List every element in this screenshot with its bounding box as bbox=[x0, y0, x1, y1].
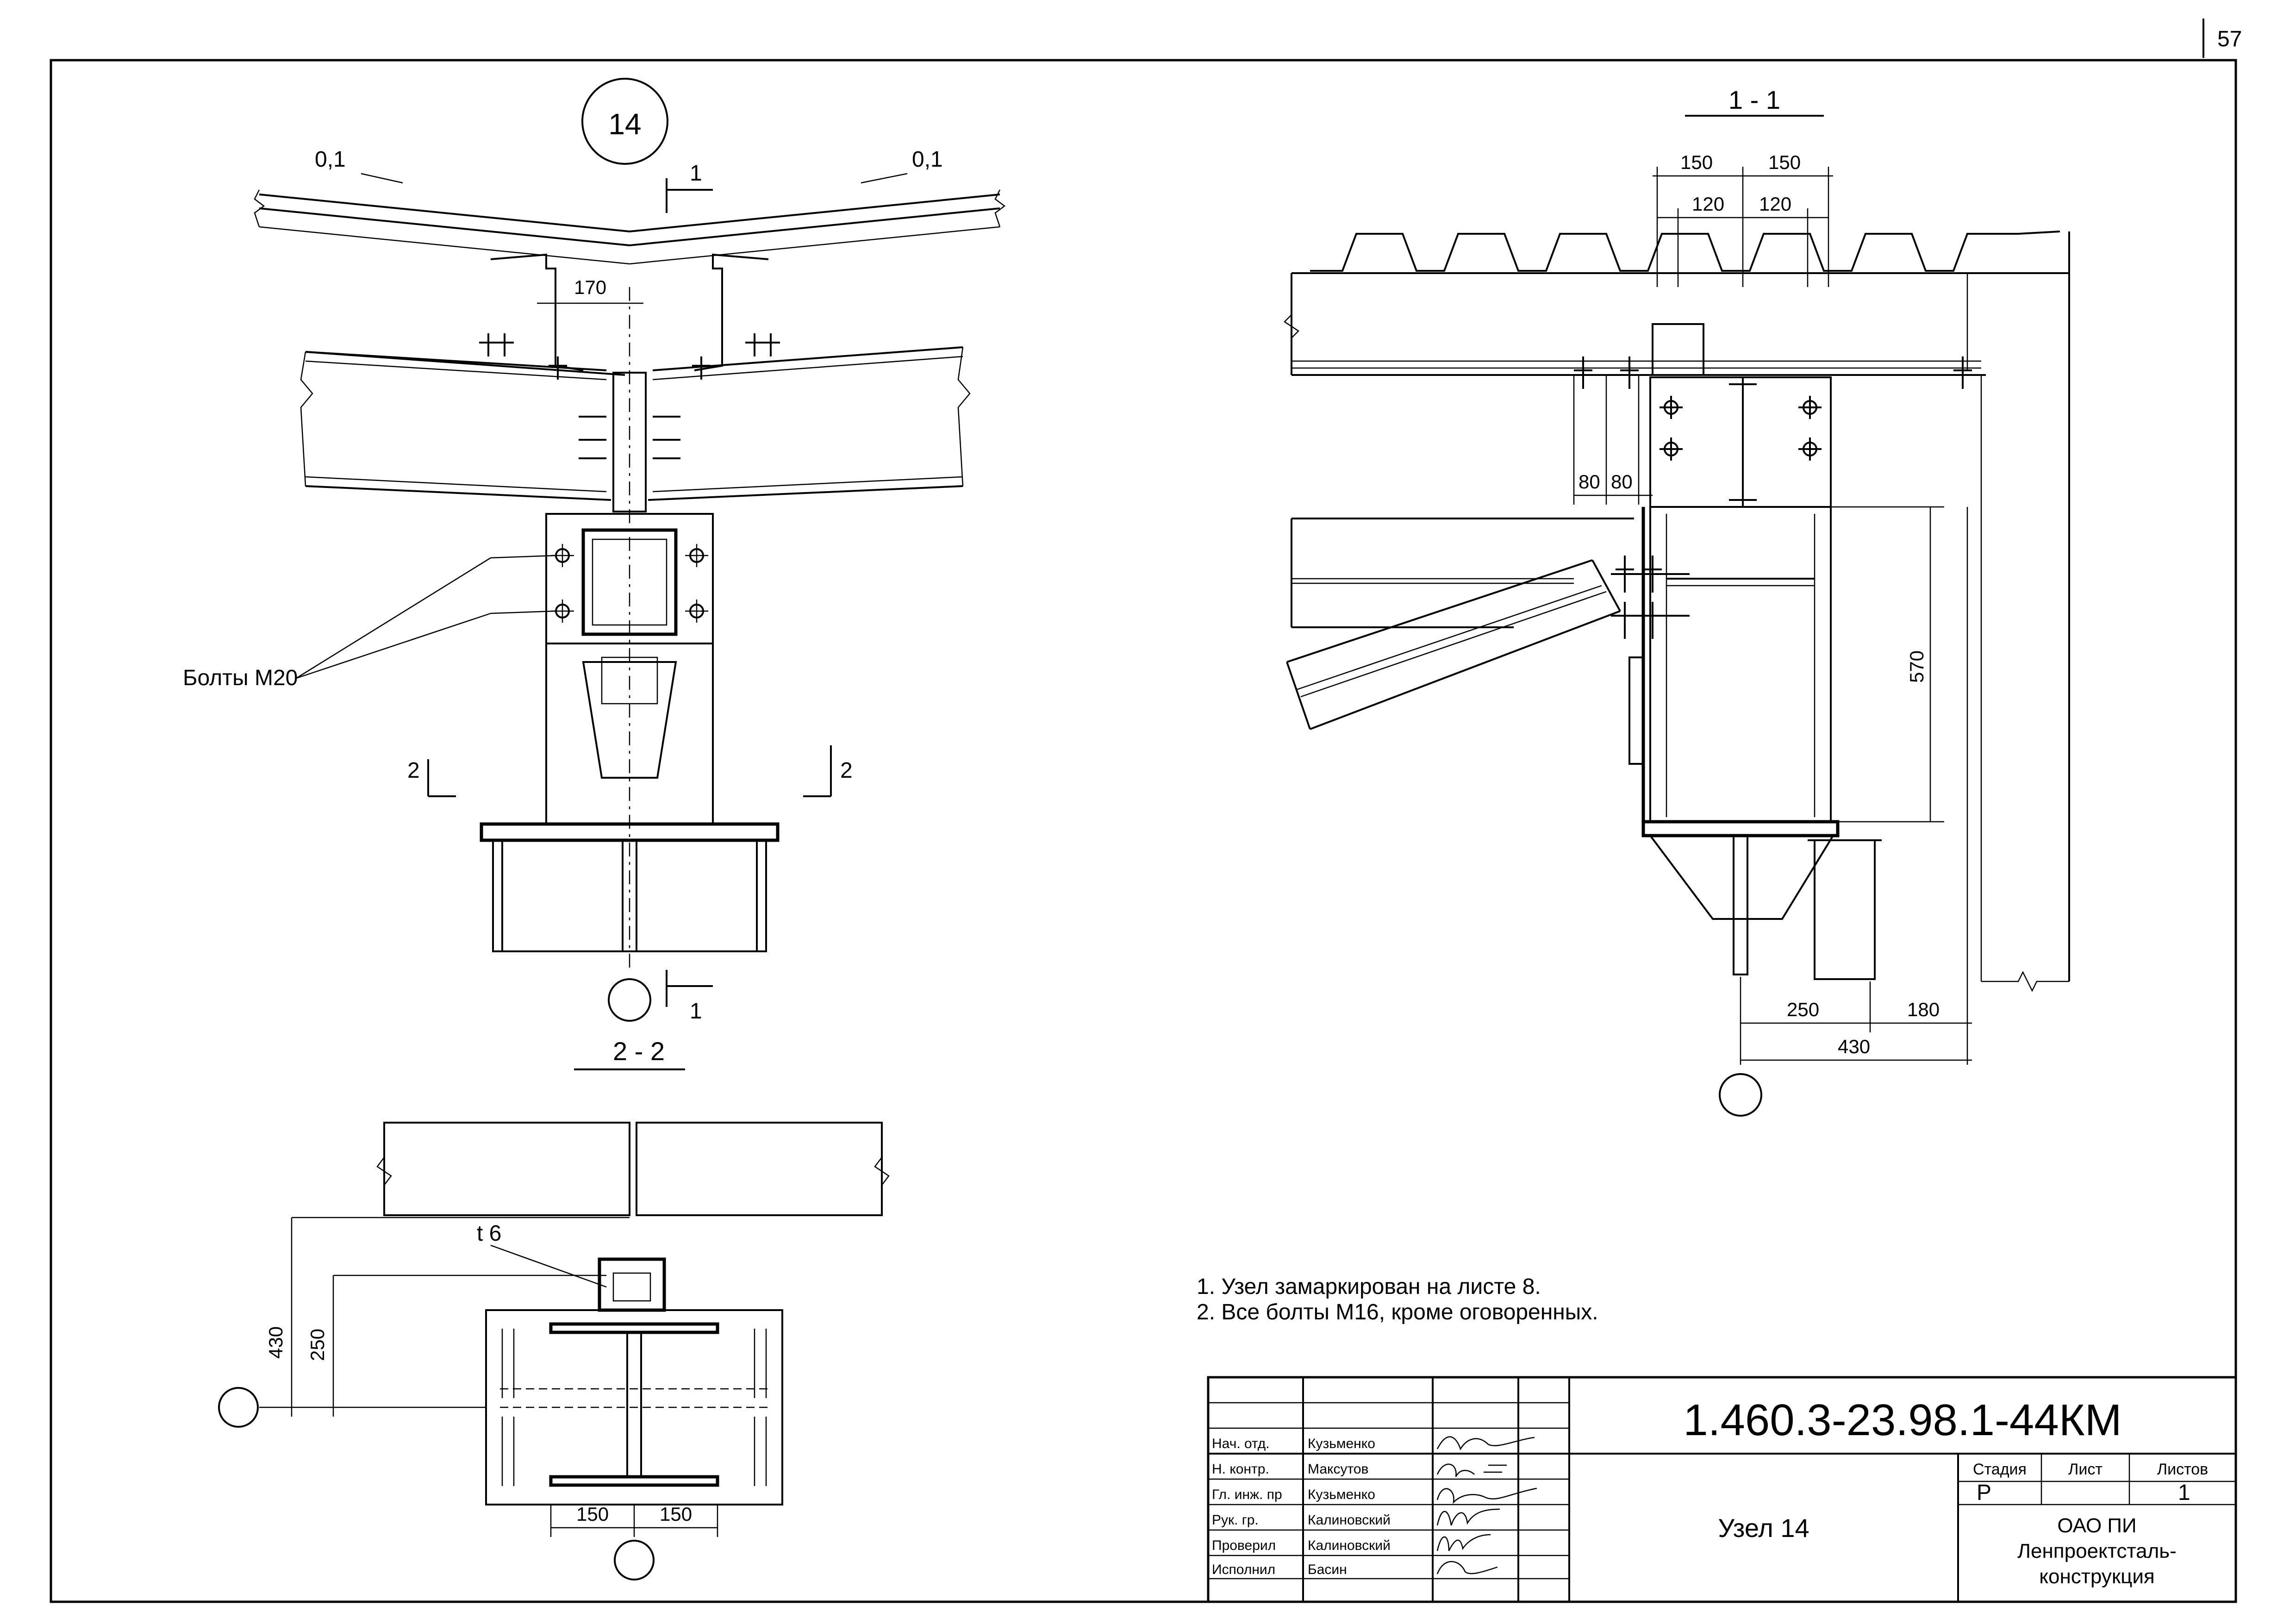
cut-mark-2-left: 2 bbox=[407, 758, 420, 783]
note-2: 2. Все болты М16, кроме оговоренных. bbox=[1197, 1300, 1598, 1324]
tb-name-2: Кузьменко bbox=[1308, 1487, 1375, 1502]
axis-bubble-sec22-bottom bbox=[614, 1540, 655, 1580]
node-number: 14 bbox=[608, 107, 641, 141]
tb-role-5: Исполнил bbox=[1212, 1562, 1275, 1577]
tb-role-1: Н. контр. bbox=[1212, 1462, 1269, 1477]
slope-label-right: 0,1 bbox=[912, 147, 943, 172]
dim-430-vertical: 430 bbox=[265, 1326, 287, 1359]
cut-mark-1-top: 1 bbox=[690, 161, 702, 186]
axis-bubble-sec11 bbox=[1719, 1073, 1762, 1117]
cut-mark-1-bottom: 1 bbox=[690, 999, 702, 1024]
dim-150-right: 150 bbox=[660, 1503, 692, 1525]
tb-org-line3: конструкция bbox=[2039, 1565, 2155, 1588]
tb-stage-value: Р bbox=[1977, 1480, 1991, 1505]
section-1-1: 1 - 1 150 150 120 120 bbox=[1284, 85, 2070, 1117]
signatures bbox=[1436, 1436, 1537, 1574]
tb-name-1: Максутов bbox=[1308, 1462, 1369, 1477]
notes: 1. Узел замаркирован на листе 8. 2. Все … bbox=[1197, 1274, 1598, 1324]
dim-120-left: 120 bbox=[1692, 193, 1724, 215]
tb-name-3: Калиновский bbox=[1308, 1512, 1391, 1528]
dim-250: 250 bbox=[1787, 999, 1819, 1020]
tb-org-line1: ОАО ПИ bbox=[2057, 1514, 2136, 1537]
plate-t6-label: t 6 bbox=[477, 1221, 501, 1246]
tb-name-0: Кузьменко bbox=[1308, 1436, 1375, 1451]
slope-label-left: 0,1 bbox=[315, 147, 346, 172]
dim-570: 570 bbox=[1906, 650, 1928, 683]
page-number: 57 bbox=[2217, 27, 2242, 51]
tb-name-4: Калиновский bbox=[1308, 1538, 1391, 1553]
dim-430: 430 bbox=[1838, 1036, 1870, 1057]
tb-sheet-header: Лист bbox=[2068, 1461, 2103, 1478]
tb-code: 1.460.3-23.98.1-44КМ bbox=[1683, 1395, 2121, 1445]
tb-role-2: Гл. инж. пр bbox=[1212, 1487, 1282, 1502]
dim-80-left: 80 bbox=[1578, 471, 1600, 493]
tb-org-line2: Ленпроектсталь- bbox=[2017, 1540, 2177, 1562]
rafter-bolts bbox=[479, 333, 780, 459]
axis-bubble-sec22-left bbox=[218, 1387, 259, 1428]
dim-150-top-left: 150 bbox=[1680, 151, 1713, 173]
bolts-m20-label: Болты М20 bbox=[183, 666, 298, 690]
tb-drawing-title: Узел 14 bbox=[1718, 1513, 1809, 1543]
axis-bubble-node14 bbox=[608, 978, 651, 1022]
dim-150-top-right: 150 bbox=[1768, 151, 1801, 173]
cut-mark-2-right: 2 bbox=[840, 758, 853, 783]
dim-180: 180 bbox=[1907, 999, 1940, 1020]
note-1: 1. Узел замаркирован на листе 8. bbox=[1197, 1274, 1541, 1299]
dim-80-right: 80 bbox=[1611, 471, 1633, 493]
tb-role-3: Рук. гр. bbox=[1212, 1512, 1259, 1528]
tb-role-4: Проверил bbox=[1212, 1538, 1276, 1553]
drawing-frame bbox=[50, 59, 2237, 1603]
tb-stage-header: Стадия bbox=[1973, 1461, 2027, 1478]
dim-150-left: 150 bbox=[576, 1503, 609, 1525]
section-2-2-title: 2 - 2 bbox=[613, 1037, 665, 1066]
node-14-elevation: 14 0,1 0,1 1 170 bbox=[183, 78, 1006, 1024]
tb-sheets-header: Листов bbox=[2157, 1461, 2208, 1478]
tb-role-0: Нач. отд. bbox=[1212, 1436, 1270, 1451]
section-1-1-title: 1 - 1 bbox=[1728, 85, 1780, 114]
section-2-2: 2 - 2 430 250 t 6 bbox=[218, 1037, 890, 1580]
node-number-circle bbox=[581, 78, 668, 165]
m20-bolt-group bbox=[551, 544, 708, 623]
tb-name-5: Басин bbox=[1308, 1562, 1347, 1577]
dim-120-right: 120 bbox=[1759, 193, 1791, 215]
tb-sheets-value: 1 bbox=[2178, 1480, 2190, 1505]
title-block: Нач. отд. Кузьменко Н. контр. Максутов Г… bbox=[1207, 1376, 2237, 1603]
dim-170: 170 bbox=[574, 276, 606, 298]
dim-250-vertical: 250 bbox=[306, 1329, 328, 1361]
